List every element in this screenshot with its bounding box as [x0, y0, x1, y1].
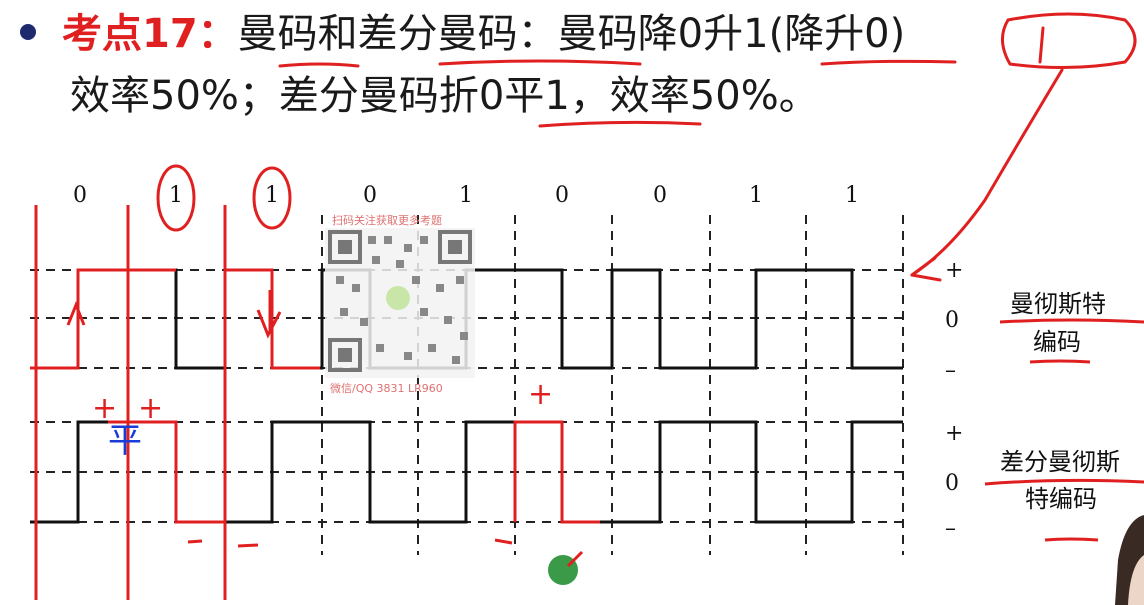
heading-text-2a: 效率50%；差分曼码 [70, 73, 439, 119]
bit-circles [156, 164, 292, 232]
bit-label: 1 [845, 183, 859, 208]
heading-text-2b: 折0平1 [438, 73, 570, 119]
heading-text-2c: ，效率50%。 [569, 73, 819, 119]
heading-text-1f: ( [768, 11, 785, 57]
level-minus: – [945, 358, 956, 383]
pointer-arrow-icon [910, 68, 1064, 282]
bit-label: 1 [459, 183, 473, 208]
plus-mark: + [92, 391, 117, 426]
heading-line-2: 效率50%；差分曼码折0平1，效率50%。 [70, 72, 819, 120]
side-label-underlines [984, 318, 1144, 542]
plus-mark: + [528, 377, 553, 412]
heading-text-1h: 升0) [824, 11, 906, 57]
heading-text-1g: 降 [784, 11, 825, 57]
heading-line-1: 考点17：曼码和差分曼码：曼码降0升1(降升0) [20, 10, 905, 58]
bit-label: 1 [169, 183, 183, 208]
qr-bottom-text: 微信/QQ 3831 LR960 [330, 381, 443, 395]
presenter-face [1128, 555, 1144, 605]
bit-label: 0 [653, 183, 667, 208]
level-plus: + [945, 258, 963, 283]
plus-marks: + + + [92, 377, 553, 426]
heading-text-1d: ：曼码 [517, 11, 638, 57]
diff-level-labels: + 0 – [945, 421, 963, 541]
qr-top-text: 扫码关注获取更多考题 [332, 213, 442, 227]
qr-watermark: 扫码关注获取更多考题 微信/QQ 3831 LR960 [325, 213, 475, 395]
manchester-label-line1: 曼彻斯特 [1010, 290, 1106, 318]
level-zero: 0 [945, 471, 959, 496]
plus-mark: + [138, 391, 163, 426]
level-minus: – [945, 516, 956, 541]
bit-label: 1 [749, 183, 763, 208]
level-zero: 0 [945, 308, 959, 333]
bit-label: 0 [555, 183, 569, 208]
heading-text-1a: 曼码 [237, 11, 318, 57]
heading-text-1b: 和 [317, 11, 358, 57]
bit-labels: 0 1 1 0 1 0 0 1 1 [73, 183, 859, 208]
heading-text-1c: 差分曼码 [357, 11, 518, 57]
bit-label: 0 [363, 183, 377, 208]
heading-underlines [278, 12, 1137, 128]
heading-text-1e: 降0升1 [637, 11, 769, 57]
ping-annotation: 平 [108, 421, 142, 461]
manchester-red-annotations [30, 205, 320, 600]
bullet-icon [20, 24, 36, 40]
diff-red-annotations [108, 420, 600, 548]
manchester-level-labels: + 0 – [945, 258, 963, 383]
manchester-label-line2: 编码 [1033, 328, 1081, 356]
pen-cursor-icon [548, 550, 584, 585]
diff-label-line1: 差分曼彻斯 [1000, 448, 1120, 476]
diff-label-line2: 特编码 [1025, 485, 1097, 513]
level-plus: + [945, 421, 963, 446]
bit-label: 0 [73, 183, 87, 208]
point-label: 考点17： [62, 11, 238, 57]
bit-label: 1 [265, 183, 279, 208]
